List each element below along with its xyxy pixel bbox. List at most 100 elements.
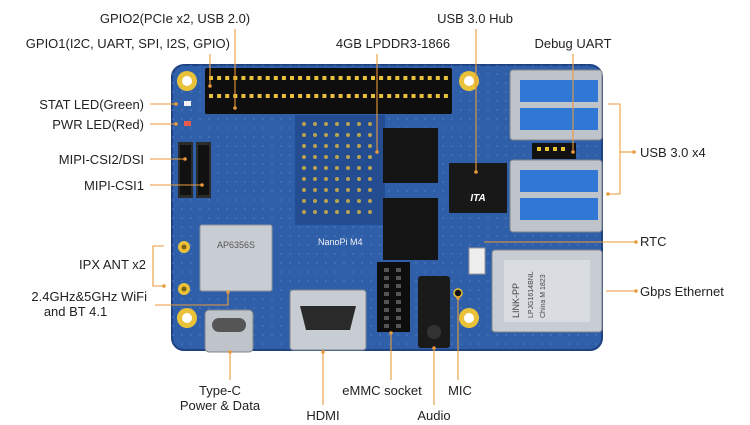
board-name: NanoPi M4	[318, 237, 363, 247]
label-mipi-csi1: MIPI-CSI1	[84, 178, 144, 193]
label-gpio1: GPIO1(I2C, UART, SPI, I2S, GPIO)	[25, 36, 230, 51]
usb-hub-chip: ITA	[449, 163, 507, 213]
soc-via	[302, 188, 306, 192]
soc-via	[368, 144, 372, 148]
label-rtc: RTC	[640, 234, 667, 249]
pwr-led	[184, 121, 191, 126]
soc-via	[346, 188, 350, 192]
debug-uart-header	[532, 143, 576, 159]
soc-via	[368, 166, 372, 170]
emmc-pin	[396, 308, 401, 312]
gpio-pin	[435, 76, 440, 80]
soc-via	[357, 177, 361, 181]
soc-via	[313, 133, 317, 137]
leader-gpio1-dot	[208, 84, 212, 88]
gpio-pin	[346, 94, 351, 98]
soc-via	[313, 199, 317, 203]
gpio-pin	[338, 76, 343, 80]
gpio-pin	[217, 94, 222, 98]
soc-via	[313, 177, 317, 181]
soc-via	[357, 133, 361, 137]
label-pwr-led: PWR LED(Red)	[52, 117, 144, 132]
leader-gpio2-dot	[233, 106, 237, 110]
emmc-pin	[396, 276, 401, 280]
gpio-pin	[419, 76, 424, 80]
gpio-pin	[411, 94, 416, 98]
soc-via	[357, 144, 361, 148]
label-wifi-line1: 2.4GHz&5GHz WiFi	[31, 289, 147, 304]
gpio-pin	[257, 94, 262, 98]
gpio-pin	[354, 94, 359, 98]
soc-via	[302, 155, 306, 159]
eth-part: LPJG1614BNL	[528, 271, 535, 318]
label-type-c-line2: Power & Data	[179, 398, 261, 413]
soc-via	[324, 199, 328, 203]
gpio-pin	[257, 76, 262, 80]
leader-rtc-dot	[634, 240, 638, 244]
soc-via	[335, 144, 339, 148]
leader-ethernet-dot	[634, 289, 638, 293]
gpio-pin	[371, 94, 375, 98]
gpio-pin	[427, 94, 432, 98]
label-wifi: 2.4GHz&5GHz WiFi and BT 4.1	[4, 289, 147, 319]
gpio-pin	[225, 94, 230, 98]
mic-component	[453, 288, 463, 298]
label-audio: Audio	[417, 408, 451, 423]
gpio-pin	[443, 76, 448, 80]
gpio-pin	[281, 94, 286, 98]
leader-stat-led-dot	[174, 102, 178, 106]
leader-usb3x4	[608, 103, 621, 195]
gpio-pin	[346, 76, 351, 80]
gpio-pin	[403, 76, 408, 80]
soc-via	[302, 177, 306, 181]
soc-via	[324, 177, 328, 181]
gpio-pin	[387, 76, 392, 80]
lpddr-chip-1	[383, 128, 438, 183]
label-ipx-ant: IPX ANT x2	[79, 257, 146, 272]
leader-usb-hub-dot	[474, 170, 478, 174]
rtc-connector	[468, 247, 486, 275]
leader-mipi-csi2-dot	[183, 157, 187, 161]
lpddr-chip-2	[383, 198, 438, 260]
usb3-ports	[509, 69, 603, 233]
label-type-c: Type-C Power & Data	[160, 383, 280, 413]
leader-usb3x4-dot	[606, 192, 610, 196]
gpio-pin	[241, 76, 246, 80]
soc-via	[335, 155, 339, 159]
emmc-pin	[396, 292, 401, 296]
stat-led	[184, 101, 191, 106]
emmc-pin	[384, 268, 389, 272]
leader-debug-uart-dot	[571, 150, 575, 154]
gpio-pin	[419, 94, 424, 98]
gpio-pin	[354, 76, 359, 80]
soc-via	[324, 155, 328, 159]
leader-mic-dot	[456, 296, 460, 300]
gpio-pin	[314, 94, 319, 98]
soc-area	[295, 115, 385, 225]
soc-via	[302, 199, 306, 203]
soc-via	[313, 210, 317, 214]
soc-via	[302, 133, 306, 137]
soc-via	[346, 166, 350, 170]
soc-via	[346, 144, 350, 148]
eth-brand: LINK-PP	[511, 283, 521, 318]
gpio-pin	[371, 76, 375, 80]
gpio-pin	[273, 76, 278, 80]
emmc-pin	[384, 324, 389, 328]
ipx-antenna-connectors	[178, 241, 190, 295]
soc-via	[313, 144, 317, 148]
label-wifi-line2: and BT 4.1	[43, 304, 108, 319]
gpio-pin	[298, 76, 303, 80]
gpio-pin	[411, 76, 416, 80]
gpio-pin	[387, 94, 392, 98]
label-emmc: eMMC socket	[342, 383, 422, 398]
label-mic: MIC	[448, 383, 472, 398]
wifi-module: AP6356S	[199, 224, 273, 292]
soc-via	[324, 188, 328, 192]
gpio-pin	[249, 76, 254, 80]
emmc-pin	[396, 268, 401, 272]
emmc-pin	[396, 284, 401, 288]
soc-via	[313, 122, 317, 126]
gpio-pin	[241, 94, 246, 98]
eth-origin: China M 1823	[540, 274, 547, 318]
